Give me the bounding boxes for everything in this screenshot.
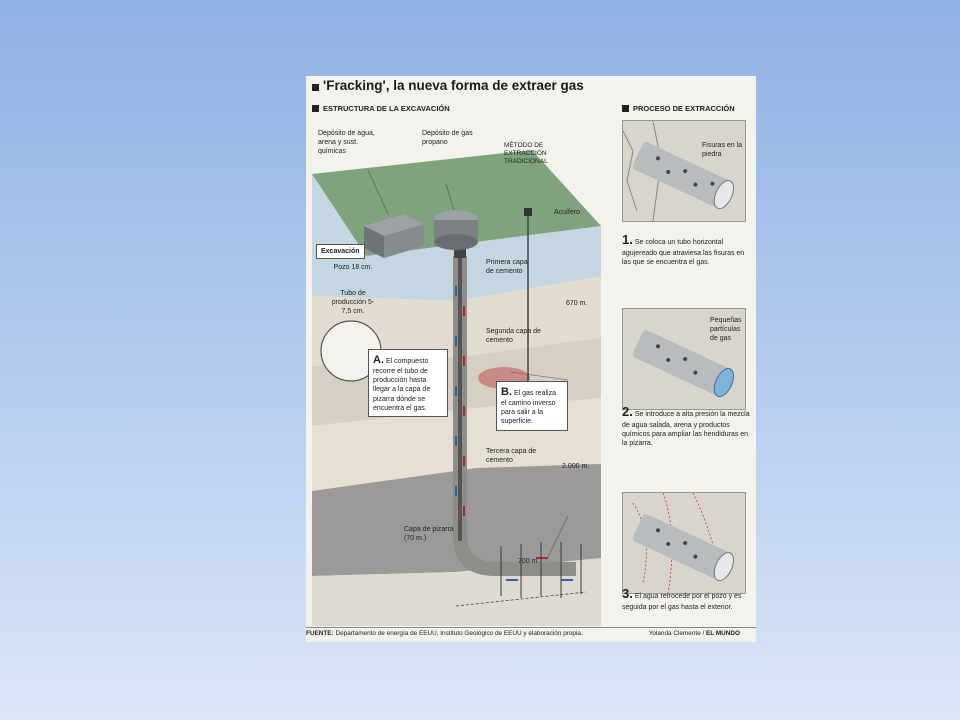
label-depth-2000: 2.000 m. [562,463,590,470]
page-title: 'Fracking', la nueva forma de extraer ga… [312,78,584,93]
propane-tank-icon [434,210,478,250]
step-3: 3.El agua retrocede por el pozo y es seg… [622,586,752,612]
title-square-icon [312,84,319,91]
label-primera-capa: Primera capa de cemento [486,259,528,275]
section-square-icon [312,105,319,112]
callout-b: B. El gas realiza el camino inverso para… [496,381,568,431]
footer-author: Yolanda Clemente [648,630,701,637]
callout-a: A. El compuesto recorre el tubo de produ… [368,349,448,417]
step-1-panel [622,120,746,222]
flow-marks [455,286,573,581]
label-capa-pizarra: Capa de pizarra (70 m.) [404,526,454,542]
infographic-sheet: 'Fracking', la nueva forma de extraer ga… [306,76,756,642]
label-metodo-tradicional: MÉTODO DE EXTRACCIÓN TRADICIONAL [504,142,548,166]
callout-a-text: El compuesto recorre el tubo de producci… [373,358,431,412]
water-tank-icon [364,214,424,258]
callout-b-text: El gas realiza el camino inverso para sa… [501,390,556,426]
excavacion-pozo: Pozo 18 cm. [333,264,373,271]
production-tube [458,256,462,541]
step-1-number: 1. [622,232,633,247]
step-3-number: 3. [622,586,633,601]
footer: FUENTE: Departamento de energía de EEUU,… [306,627,756,637]
callout-a-letter: A. [373,354,384,366]
tube-with-gas-icon [632,330,735,398]
step-1-text: Se coloca un tubo horizontal agujereado … [622,239,745,266]
perforated-tube-icon [623,121,735,221]
step-2-text: Se introduce a alta presión la mezcla de… [622,411,750,448]
label-segunda-capa: Segunda capa de cemento [486,328,541,344]
label-tercera-capa: Tercera capa de cemento [486,448,537,464]
label-deposito-gas: Depósito de gas propano [422,130,473,146]
traditional-well-head [524,208,532,216]
footer-credit: Yolanda Clemente / EL MUNDO [648,630,740,637]
shale-fractures [500,542,582,598]
step-2-panel [622,308,746,410]
step-1-panel-label: Fisuras en la piedra [702,142,743,158]
step-2: 2.Se introduce a alta presión la mezcla … [622,404,752,448]
footer-fuente-label: FUENTE: [306,630,334,637]
footer-outlet: EL MUNDO [706,630,740,637]
tube-returning-water-icon [632,493,735,593]
excavacion-tubo: Tubo de producción 5-7,5 cm. [331,290,375,315]
excavacion-title: Excavación [316,244,365,260]
step-2-panel-label: Pequeñas partículas de gas [710,317,742,342]
label-acuifero: Acuífero [554,209,581,216]
section-heading-proceso: PROCESO DE EXTRACCIÓN [622,104,735,113]
section-square-icon [622,105,629,112]
step-2-number: 2. [622,404,633,419]
callout-b-letter: B. [501,386,512,398]
footer-fuente-text: Departamento de energía de EEUU, Institu… [335,630,583,637]
label-deposito-agua: Depósito de agua, arena y sust. químicas [318,130,375,155]
step-3-panel [622,492,746,594]
label-length-700: 700 m. [518,558,540,565]
label-depth-670: 670 m. [566,300,588,307]
wellbore-bend [453,536,576,576]
step-1: 1.Se coloca un tubo horizontal agujeread… [622,232,752,267]
section-heading-estructura: ESTRUCTURA DE LA EXCAVACIÓN [312,104,450,113]
excavation-cross-section [312,150,601,626]
step-3-text: El agua retrocede por el pozo y es segui… [622,593,742,611]
length-measure-line [455,591,587,607]
